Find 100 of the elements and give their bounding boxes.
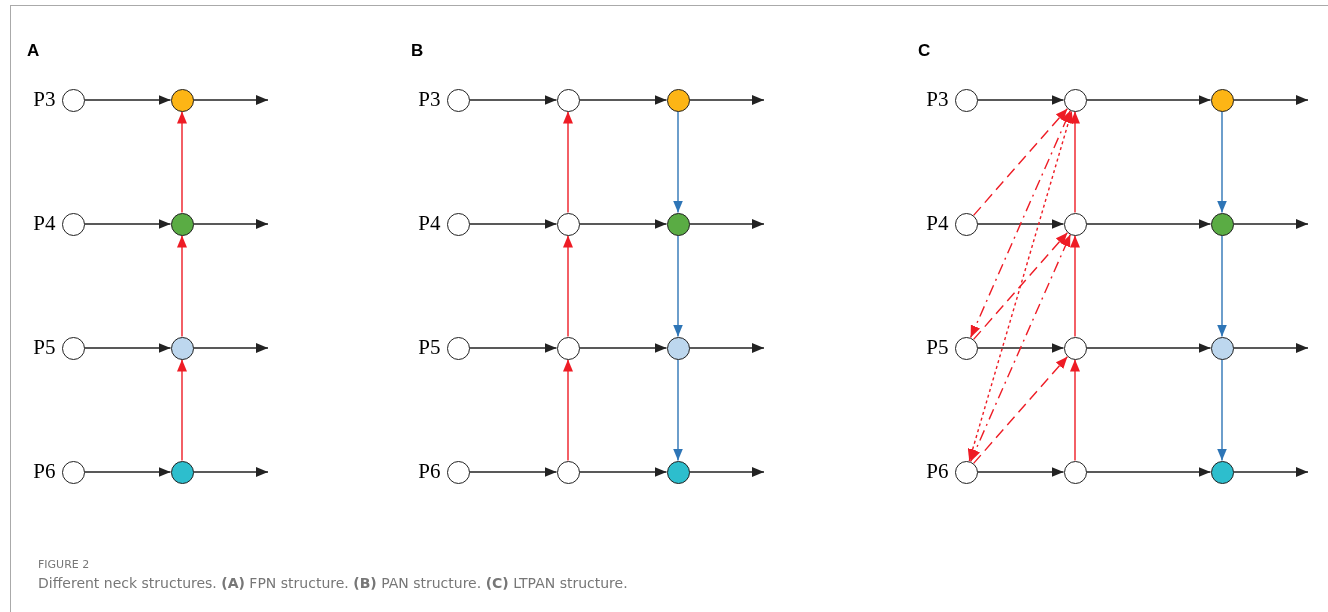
arrow [1085, 343, 1212, 353]
circle-node [446, 212, 470, 236]
arrow [673, 358, 683, 462]
arrow [1085, 95, 1212, 105]
level-label: P4 [418, 211, 441, 235]
arrow [972, 355, 1069, 465]
circle-node [61, 212, 85, 236]
arrow [1070, 358, 1080, 462]
level-label: P6 [418, 459, 441, 483]
arrow [578, 219, 668, 229]
level-label: P5 [418, 335, 441, 359]
arrow [578, 95, 668, 105]
arrow [83, 343, 172, 353]
arrow [1232, 95, 1309, 105]
arrow [1085, 467, 1212, 477]
level-label: P6 [33, 459, 56, 483]
arrow [563, 358, 573, 462]
level-label: P3 [418, 87, 441, 111]
arrow [563, 234, 573, 338]
circle-node [666, 336, 690, 360]
arrow [976, 343, 1065, 353]
arrow [1217, 234, 1227, 338]
circle-node [1063, 336, 1087, 360]
circle-node [1210, 88, 1234, 112]
arrow [1070, 234, 1080, 338]
level-label: P5 [926, 335, 949, 359]
circle-node [954, 212, 978, 236]
circle-node [556, 212, 580, 236]
arrow [969, 233, 1072, 463]
circle-node [61, 88, 85, 112]
arrow [1217, 358, 1227, 462]
circle-node [1063, 460, 1087, 484]
circle-node [954, 336, 978, 360]
circle-node [1210, 336, 1234, 360]
circle-node [170, 460, 194, 484]
arrow [192, 95, 269, 105]
arrow [969, 109, 1072, 339]
arrow [578, 343, 668, 353]
level-label: P4 [926, 211, 949, 235]
arrow [688, 219, 765, 229]
arrow [192, 467, 269, 477]
arrow [578, 467, 668, 477]
circle-node [446, 88, 470, 112]
circle-node [1063, 212, 1087, 236]
arrow [688, 343, 765, 353]
circle-node [954, 460, 978, 484]
arrow [673, 110, 683, 214]
arrow [192, 343, 269, 353]
arrow [976, 95, 1065, 105]
arrow [177, 110, 187, 214]
arrow [83, 219, 172, 229]
level-label: P3 [33, 87, 56, 111]
arrow [976, 219, 1065, 229]
arrow [83, 467, 172, 477]
panel-letter: A [27, 41, 40, 61]
arrow [83, 95, 172, 105]
circle-node [666, 460, 690, 484]
circle-node [170, 88, 194, 112]
panel-letter: B [411, 41, 424, 61]
circle-node [61, 336, 85, 360]
arrow [1232, 343, 1309, 353]
arrow [468, 343, 558, 353]
level-label: P5 [33, 335, 56, 359]
arrow [192, 219, 269, 229]
arrow [688, 467, 765, 477]
level-label: P6 [926, 459, 949, 483]
arrow [1085, 219, 1212, 229]
circle-node [666, 88, 690, 112]
circle-node [170, 212, 194, 236]
circle-node [61, 460, 85, 484]
arrow [1232, 219, 1309, 229]
arrow [468, 95, 558, 105]
circle-node [1063, 88, 1087, 112]
arrow [1070, 110, 1080, 214]
circle-node [954, 88, 978, 112]
level-label: P3 [926, 87, 949, 111]
arrow [1232, 467, 1309, 477]
circle-node [170, 336, 194, 360]
figure-number: FIGURE 2 [38, 558, 90, 571]
circle-node [556, 88, 580, 112]
arrow [563, 110, 573, 214]
arrow [468, 467, 558, 477]
circle-node [446, 336, 470, 360]
arrow [972, 231, 1069, 341]
circle-node [1210, 212, 1234, 236]
arrow [673, 234, 683, 338]
arrow [468, 219, 558, 229]
arrow [972, 107, 1069, 217]
level-label: P4 [33, 211, 56, 235]
circle-node [666, 212, 690, 236]
circle-node [556, 336, 580, 360]
arrow [976, 467, 1065, 477]
arrow [688, 95, 765, 105]
arrow [967, 110, 1074, 462]
circle-node [1210, 460, 1234, 484]
arrow [177, 234, 187, 338]
circle-node [556, 460, 580, 484]
arrow [1217, 110, 1227, 214]
panel-letter: C [918, 41, 931, 61]
arrow [177, 358, 187, 462]
